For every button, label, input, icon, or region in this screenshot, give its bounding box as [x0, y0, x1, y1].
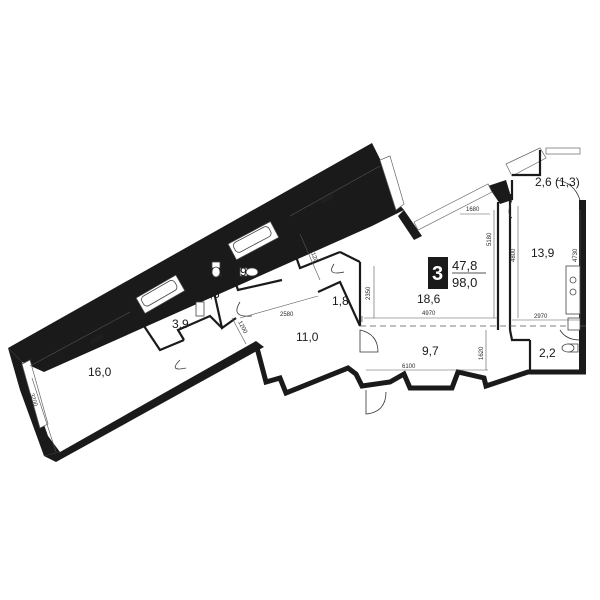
dim-4520: 4520 [90, 334, 105, 346]
bathtub-center [227, 220, 280, 261]
dim-4400: 4400 [320, 194, 335, 206]
dimension-lines [29, 165, 581, 453]
partitions [131, 150, 542, 372]
dim-2580: 2580 [280, 312, 294, 318]
dim-1200: 1200 [236, 320, 248, 335]
dim-4970: 4970 [422, 311, 436, 317]
window-balcony [505, 147, 547, 177]
dim-6100: 6100 [402, 364, 416, 370]
sink-left [195, 301, 205, 317]
room-area-living-room: 18,6 [417, 292, 441, 306]
room-area-bedroom-right: 13,9 [531, 246, 555, 260]
room-area-bathroom-right: 2,2 [539, 346, 556, 360]
exterior-wall-center [398, 210, 422, 240]
exterior-wall-right [579, 200, 586, 372]
dim-1680: 1680 [466, 207, 480, 213]
exterior-wall-top [8, 143, 404, 372]
exterior-wall-right-top [488, 180, 512, 204]
room-area-bathroom-left: 3,9 [172, 317, 189, 331]
window-left [21, 359, 49, 429]
dim-1620: 1620 [479, 346, 485, 360]
dim-3200: 3200 [28, 393, 38, 408]
room-area-hallway: 9,7 [422, 344, 439, 358]
rooms-count: 3 [432, 263, 443, 285]
kitchen-counter [565, 265, 581, 315]
bathtub-left [135, 274, 186, 315]
room-area-bathroom-center: 3,9 [230, 265, 247, 279]
dim-2970: 2970 [534, 314, 548, 320]
room-area-bedroom-left: 16,0 [88, 365, 112, 379]
door-swings [174, 179, 581, 415]
window-living [413, 183, 493, 231]
room-area-storage: 1,8 [332, 294, 349, 308]
room-area-bedroom-center: 13,2 [301, 220, 325, 234]
rooms-count-box [428, 257, 448, 289]
dim-5180: 5180 [487, 232, 493, 246]
window-center [379, 155, 405, 211]
toilet-wc [211, 261, 221, 278]
total-area: 98,0 [452, 275, 477, 290]
dim-4730: 4730 [573, 248, 579, 262]
toilet-center [239, 267, 259, 277]
dim-4800: 4800 [511, 248, 517, 262]
window-balcony-right [545, 147, 581, 155]
bottom-stepped-wall [253, 343, 586, 397]
exterior-wall-bottom-left [44, 341, 264, 462]
dim-2350: 2350 [366, 286, 372, 300]
room-area-balcony: 2,6 (1,3) [535, 175, 580, 189]
living-area: 47,8 [452, 258, 477, 273]
room-area-wc: 2,5 [203, 287, 220, 301]
dim-3120: 3120 [308, 249, 318, 264]
room-area-corridor: 11,0 [296, 330, 319, 344]
apartment-badge: 3 47,8 98,0 [428, 257, 486, 290]
toilet-right [561, 317, 581, 353]
